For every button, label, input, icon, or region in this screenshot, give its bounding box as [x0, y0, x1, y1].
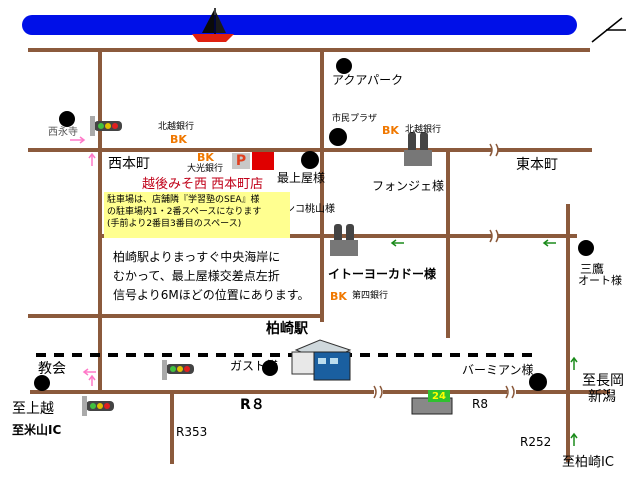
label-niigata: 新潟 [588, 389, 616, 405]
label-to-kashiwazaki-ic: 至柏崎IC [562, 455, 614, 470]
label-mitaka-2: オート様 [578, 274, 622, 287]
convenience-store-icon [411, 390, 453, 415]
traffic-signal-icon [404, 132, 432, 166]
label-bk-2: BK [382, 124, 399, 137]
train-icon [291, 339, 352, 381]
label-r252: R252 [520, 435, 552, 449]
label-mogamiya: 最上屋様 [277, 171, 326, 185]
sailboat-icon [192, 8, 234, 42]
landmark-markers [34, 58, 594, 391]
label-gusto: ガスト様 [230, 359, 279, 373]
directions-line: 信号より6Mほどの位置にあります。 [113, 288, 310, 302]
north-arrow-icon [591, 14, 626, 43]
road-break-marks [373, 143, 515, 399]
label-taiko-bank: 大光銀行 [187, 164, 224, 174]
label-r8-right: R8 [472, 397, 488, 411]
label-to-joetsu: 至上越 [12, 401, 54, 417]
label-aqua-park: アクアパーク [332, 73, 404, 87]
label-pachinko: パチンコ桃山様 [265, 204, 335, 215]
store-marker [252, 152, 274, 170]
label-kyokai: 教会 [38, 361, 66, 377]
direction-arrows [70, 136, 578, 446]
label-to-yoneyama-ic: 至米山IC [12, 423, 62, 437]
parking-note: 駐車場は、店舗隣『学習塾のSEA』様 の駐車場内1・2番スペースになります (手… [104, 192, 290, 238]
label-daiyon-bank: 第四銀行 [352, 291, 389, 301]
label-to-nagaoka: 至長岡 [582, 373, 624, 389]
sea-band [22, 15, 577, 35]
traffic-signal-icon [330, 224, 358, 256]
directions-line: 柏崎駅よりまっすぐ中央海岸に [113, 250, 281, 264]
label-shimin-plaza: 市民プラザ [332, 114, 378, 124]
label-bamiyan: バーミアン様 [462, 363, 534, 377]
label-bk-1: BK [170, 133, 187, 146]
label-bk-4: BK [330, 290, 347, 303]
label-store-name: 越後みそ西 西本町店 [142, 177, 264, 192]
traffic-signal-icon [82, 396, 114, 416]
parking-sign: P [232, 153, 250, 169]
label-nishinagaji: 西永寺 [48, 127, 78, 138]
label-higashihoncho: 東本町 [516, 157, 558, 173]
label-bk-3: BK [197, 151, 214, 164]
traffic-signal-icon [162, 360, 194, 380]
label-hokuetsu-bank-1: 北越銀行 [158, 122, 195, 132]
directions-line: むかって、最上屋様交差点左折 [113, 269, 280, 283]
traffic-signal-icon [90, 116, 122, 136]
label-r8-main: R８ [240, 397, 265, 413]
label-hokuetsu-bank-2: 北越銀行 [405, 125, 442, 135]
parking-note-line: 駐車場は、店舗隣『学習塾のSEA』様 [107, 195, 260, 205]
label-convenience-24: 24 [432, 391, 446, 402]
directions-text: 柏崎駅よりまっすぐ中央海岸に むかって、最上屋様交差点左折 信号より6Mほどの位… [113, 248, 310, 305]
label-fonjie: フォンジェ様 [372, 179, 445, 193]
parking-note-line: の駐車場内1・2番スペースになります [107, 207, 262, 217]
parking-note-line: (手前より2番目3番目のスペース) [107, 219, 242, 229]
label-r353: R353 [176, 425, 208, 439]
label-ito-yokado: イトーヨーカドー様 [328, 267, 437, 281]
label-nishihoncho: 西本町 [108, 156, 150, 172]
label-kashiwazaki-station: 柏崎駅 [266, 321, 308, 337]
label-mitaka-1: 三鷹 [580, 262, 605, 276]
